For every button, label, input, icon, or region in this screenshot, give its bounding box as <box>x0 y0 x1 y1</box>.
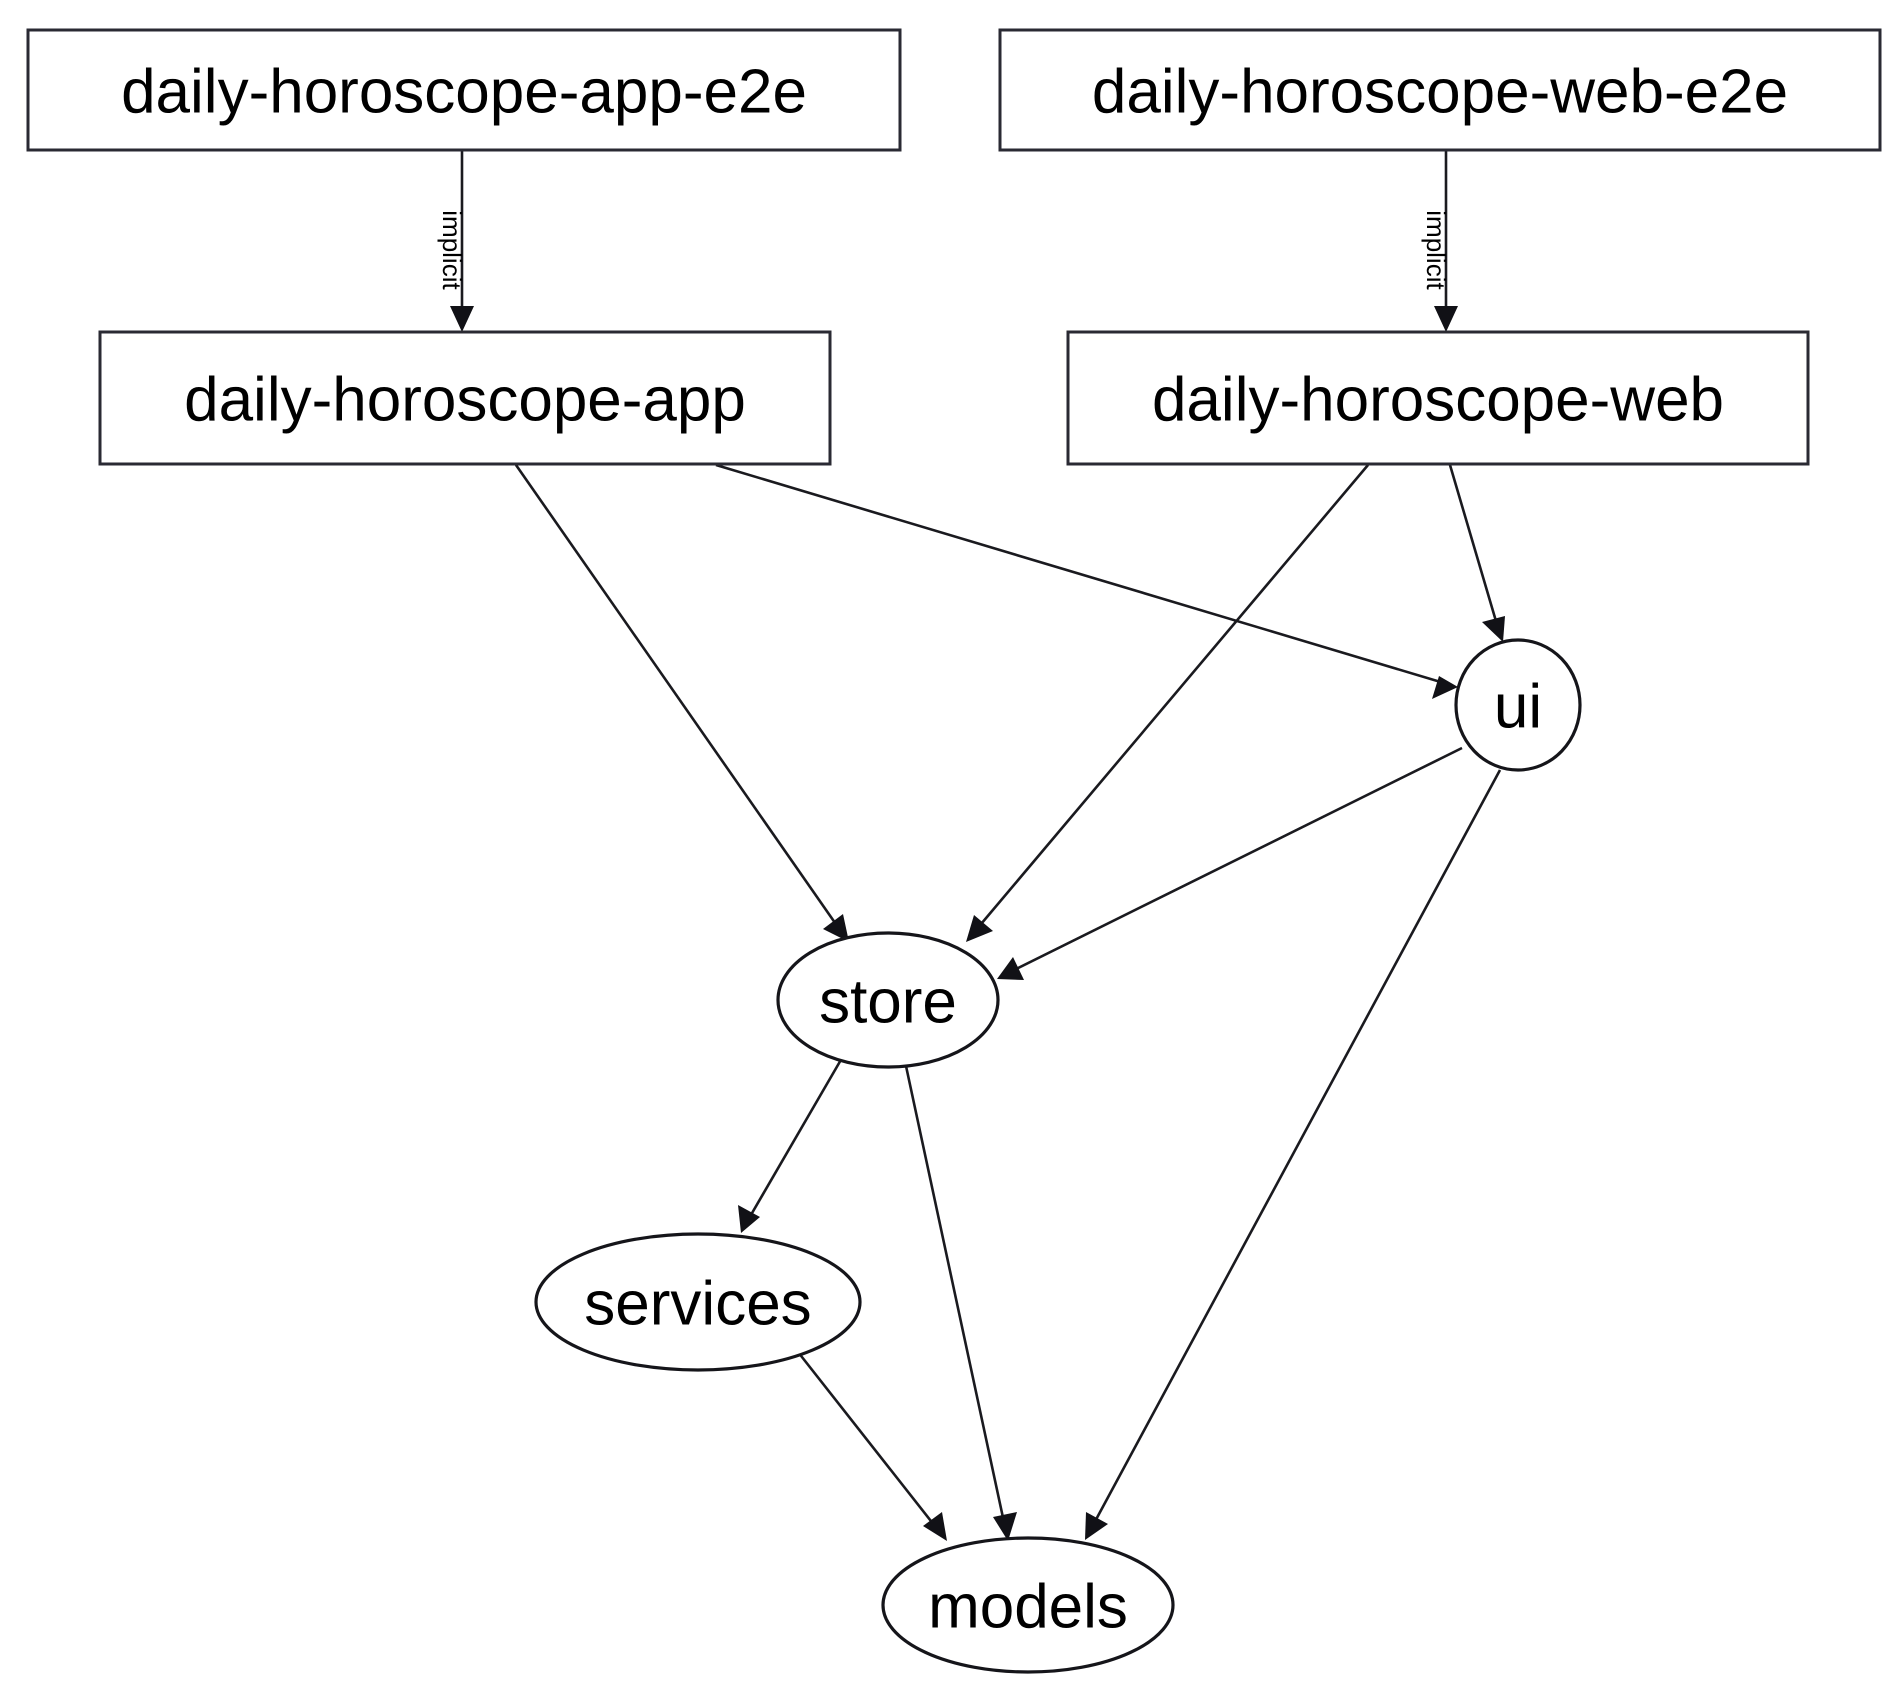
node-label: store <box>819 968 957 1037</box>
edge-store-to-services <box>738 1057 844 1233</box>
edge-daily-horoscope-web-e2e-to-daily-horoscope-web: implicit <box>1421 150 1458 332</box>
node-label: daily-horoscope-app <box>184 366 746 435</box>
node-services[interactable]: services <box>534 1232 862 1372</box>
edge-store-to-models <box>904 1065 1017 1541</box>
edge-line <box>796 1351 940 1531</box>
node-models[interactable]: models <box>881 1536 1175 1674</box>
node-daily-horoscope-app-e2e[interactable]: daily-horoscope-app-e2e <box>26 28 902 152</box>
edge-ui-to-store <box>997 746 1463 980</box>
node-box-shape[interactable] <box>998 28 1882 152</box>
node-ellipse-shape[interactable] <box>1454 638 1582 772</box>
edge-line <box>904 1065 1007 1528</box>
edge-ui-to-models <box>1085 769 1502 1540</box>
arrowhead-icon <box>823 914 849 942</box>
node-label: ui <box>1494 673 1542 742</box>
arrowhead-icon <box>997 957 1024 980</box>
nodes-layer: daily-horoscope-app-e2e daily-horoscope-w… <box>26 28 1882 1674</box>
node-label: services <box>584 1270 811 1339</box>
node-box-shape[interactable] <box>98 330 832 466</box>
arrowhead-icon <box>738 1205 760 1233</box>
edge-daily-horoscope-web-to-store <box>966 464 1369 942</box>
edge-services-to-models <box>796 1351 947 1541</box>
arrowhead-icon <box>450 306 474 332</box>
node-box-shape[interactable] <box>26 28 902 152</box>
node-label: daily-horoscope-web-e2e <box>1092 58 1788 127</box>
edge-daily-horoscope-web-to-ui <box>1448 464 1505 642</box>
node-box-shape[interactable] <box>1066 330 1810 466</box>
arrowhead-icon <box>1085 1512 1108 1540</box>
node-ellipse-shape[interactable] <box>534 1232 862 1372</box>
edges-layer: implicit implicit <box>437 150 1505 1541</box>
arrowhead-icon <box>993 1512 1017 1541</box>
edge-label: implicit <box>437 210 467 290</box>
node-label: models <box>928 1573 1128 1642</box>
node-daily-horoscope-web[interactable]: daily-horoscope-web <box>1066 330 1810 466</box>
node-label: daily-horoscope-app-e2e <box>121 58 807 127</box>
arrowhead-icon <box>966 915 993 942</box>
node-store[interactable]: store <box>776 931 1000 1069</box>
arrowhead-icon <box>1434 306 1458 332</box>
node-ellipse-shape[interactable] <box>881 1536 1175 1674</box>
node-ui[interactable]: ui <box>1454 638 1582 772</box>
node-ellipse-shape[interactable] <box>776 931 1000 1069</box>
edge-line <box>1090 769 1502 1528</box>
node-daily-horoscope-app[interactable]: daily-horoscope-app <box>98 330 832 466</box>
edge-line <box>1448 464 1500 629</box>
arrowhead-icon <box>923 1512 947 1541</box>
edge-daily-horoscope-app-to-ui <box>715 463 1458 699</box>
edge-line <box>746 1057 844 1221</box>
edge-label: implicit <box>1421 210 1451 290</box>
edge-daily-horoscope-app-e2e-to-daily-horoscope-app: implicit <box>437 150 474 332</box>
arrowhead-icon <box>1432 676 1458 699</box>
arrowhead-icon <box>1482 616 1505 642</box>
edge-line <box>715 463 1445 685</box>
node-daily-horoscope-web-e2e[interactable]: daily-horoscope-web-e2e <box>998 28 1882 152</box>
node-label: daily-horoscope-web <box>1152 366 1724 435</box>
edge-line <box>975 464 1369 931</box>
edge-daily-horoscope-app-to-store <box>514 464 849 942</box>
edge-line <box>514 464 842 931</box>
edge-line <box>1009 746 1463 974</box>
